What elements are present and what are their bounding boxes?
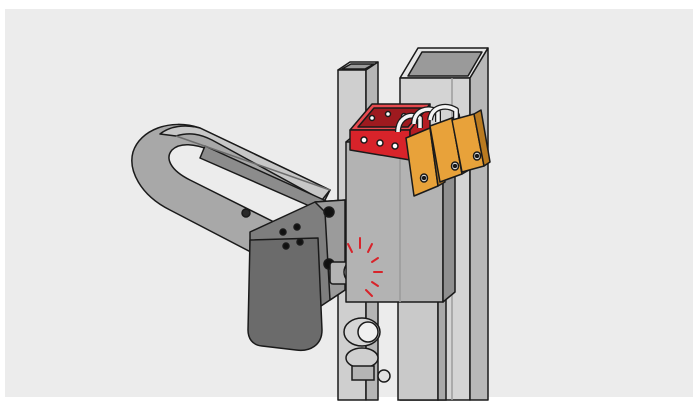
lower-column [397, 292, 447, 401]
alert-mark-icon [347, 237, 383, 297]
padlock-icon [427, 103, 491, 173]
lockout-box-icon [349, 103, 431, 161]
clamp-knob [343, 317, 391, 383]
